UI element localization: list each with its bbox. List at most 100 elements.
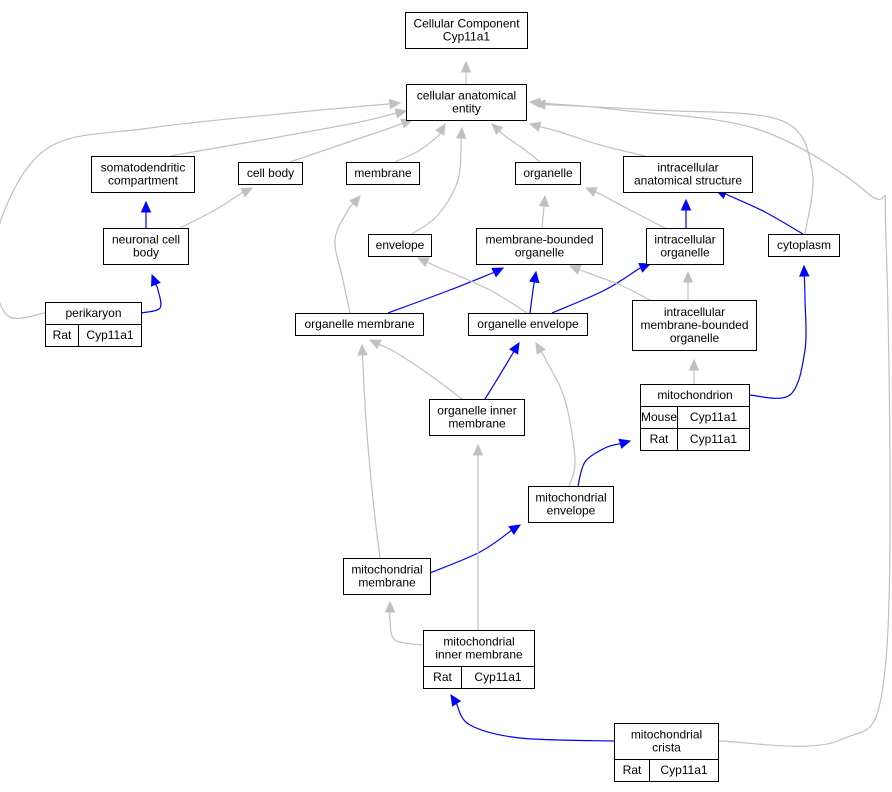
term-box bbox=[515, 162, 581, 185]
edge-line bbox=[577, 443, 621, 487]
edge-line bbox=[140, 284, 162, 314]
edge-line bbox=[169, 112, 397, 157]
arrowhead-icon bbox=[435, 122, 446, 136]
edge-is-a-envelope-to-cae bbox=[411, 126, 467, 235]
edge-line bbox=[179, 191, 244, 229]
edge-part-of-ncb-to-somato bbox=[140, 200, 152, 228]
edge-line bbox=[540, 351, 576, 487]
edge-is-a-mito-to-imbo bbox=[688, 358, 700, 384]
term-label: organelle bbox=[660, 246, 710, 260]
arrowhead-icon bbox=[140, 200, 152, 213]
term-label: neuronal cell bbox=[112, 233, 180, 247]
edge-is-a-organelle-to-cae bbox=[491, 123, 541, 163]
term-box bbox=[103, 228, 189, 265]
term-box bbox=[476, 228, 603, 265]
edge-part-of-perikaryon-to-ncb bbox=[140, 273, 162, 314]
edge-line bbox=[541, 205, 545, 229]
gene-label: Cyp11a1 bbox=[690, 410, 737, 424]
edge-is-a-io-to-organelle bbox=[584, 187, 666, 229]
term-label: intracellular bbox=[654, 233, 715, 247]
term-label: organelle bbox=[515, 246, 565, 260]
term-label: membrane-bounded bbox=[485, 233, 593, 247]
edge-part-of-cytoplasm-to-ias bbox=[714, 189, 804, 235]
edge-line bbox=[498, 130, 541, 163]
term-box bbox=[238, 162, 303, 185]
edge-line bbox=[361, 354, 381, 559]
arrowhead-icon bbox=[528, 97, 541, 109]
edge-is-a-oim-to-om bbox=[368, 339, 463, 400]
term-label: compartment bbox=[108, 174, 179, 188]
term-label: envelope bbox=[376, 238, 425, 252]
arrowhead-icon bbox=[491, 267, 505, 278]
arrowhead-icon bbox=[349, 195, 361, 208]
term-box bbox=[468, 313, 588, 336]
term-node-organelle[interactable]: organelle bbox=[515, 162, 581, 185]
arrowhead-icon bbox=[509, 341, 520, 355]
term-node-om[interactable]: organelle membrane bbox=[295, 313, 424, 336]
gene-label: Cyp11a1 bbox=[660, 763, 707, 777]
term-label: mitochondrial bbox=[535, 491, 606, 505]
term-label: membrane-bounded bbox=[640, 318, 748, 332]
species-label: Rat bbox=[623, 763, 642, 777]
arrowhead-icon bbox=[416, 257, 430, 268]
term-node-membrane[interactable]: membrane bbox=[346, 162, 420, 185]
edge-is-a-mcrista-to-cae bbox=[528, 97, 891, 747]
arrowhead-icon bbox=[394, 108, 408, 119]
term-label: envelope bbox=[547, 504, 596, 518]
edge-is-a-imbo-to-io bbox=[682, 270, 694, 300]
term-node-envelope[interactable]: envelope bbox=[368, 234, 432, 257]
edge-part-of-om-to-mbo bbox=[387, 267, 505, 314]
arrowhead-icon bbox=[680, 198, 692, 211]
edge-line bbox=[539, 102, 891, 747]
edge-part-of-oim-to-oe bbox=[484, 341, 520, 400]
edge-is-a-menv-to-oe bbox=[535, 341, 576, 487]
edge-is-a-mbo-to-organelle bbox=[538, 194, 550, 229]
gene-cell bbox=[649, 759, 719, 782]
term-label: Cyp11a1 bbox=[443, 30, 490, 44]
edge-line bbox=[594, 191, 666, 229]
term-label: mitochondrial bbox=[443, 635, 514, 649]
edge-line bbox=[411, 137, 462, 235]
term-node-oe[interactable]: organelle envelope bbox=[468, 313, 588, 336]
term-node-cellbody[interactable]: cell body bbox=[238, 162, 303, 185]
term-label: crista bbox=[652, 741, 681, 755]
term-label: mitochondrial bbox=[631, 728, 702, 742]
edge-line bbox=[429, 527, 515, 574]
edge-is-a-mim-to-mmem bbox=[384, 600, 424, 646]
edge-line bbox=[748, 275, 807, 399]
term-label: somatodendritic bbox=[101, 161, 186, 175]
gene-cell bbox=[78, 324, 142, 347]
arrowhead-icon bbox=[357, 343, 368, 356]
term-label: membrane bbox=[354, 166, 412, 180]
term-label: mitochondrion bbox=[657, 388, 732, 402]
arrowhead-icon bbox=[529, 270, 540, 284]
arrowhead-icon bbox=[638, 263, 652, 273]
arrowhead-icon bbox=[151, 273, 161, 287]
edge-line bbox=[387, 270, 499, 314]
edge-part-of-mmem-to-menv bbox=[429, 524, 522, 574]
edge-line bbox=[576, 268, 651, 301]
edges-layer bbox=[0, 60, 891, 747]
term-node-cytoplasm[interactable]: cytoplasm bbox=[768, 234, 840, 257]
edge-line bbox=[426, 261, 528, 314]
edge-part-of-oe-to-io bbox=[551, 263, 652, 314]
term-box bbox=[405, 12, 528, 49]
arrowhead-icon bbox=[460, 60, 472, 73]
